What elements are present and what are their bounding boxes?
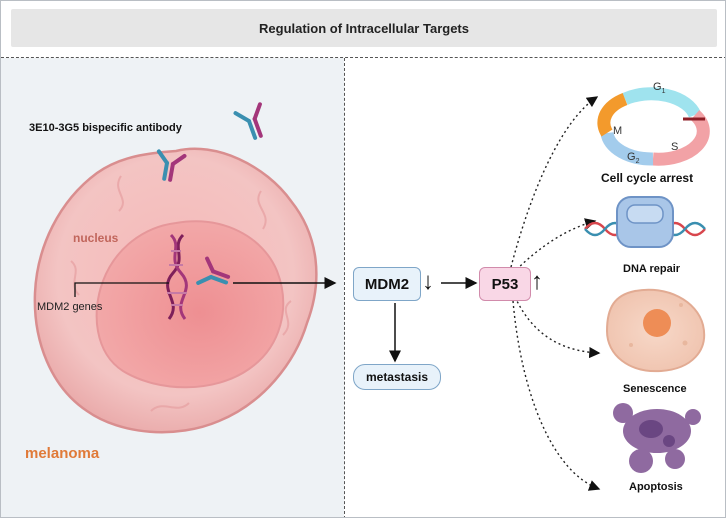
apoptosis-label: Apoptosis [629, 481, 683, 493]
figure-title: Regulation of Intracellular Targets [259, 20, 469, 36]
nucleus [95, 220, 285, 389]
melanoma-label: melanoma [25, 445, 100, 462]
phase-s-label: S [671, 141, 679, 153]
apoptosis-icon [613, 403, 701, 473]
dotted-arrow-senescence [514, 296, 601, 359]
p53-up-arrow: ↑ [531, 268, 543, 295]
dna-repair-icon [584, 196, 706, 248]
metastasis-label: metastasis [365, 370, 429, 384]
dna-helix-icon [166, 233, 188, 320]
antibody-label: 3E10-3G5 bispecific antibody [29, 122, 182, 134]
middle-divider [344, 58, 345, 517]
nucleus-label: nucleus [73, 231, 119, 245]
dotted-arrow-apoptosis [512, 300, 601, 491]
dotted-arrow-cell-cycle [510, 96, 599, 268]
metastasis-box: metastasis [353, 364, 441, 390]
genes-pointer-line [74, 282, 169, 297]
mdm2-box: MDM2 [353, 267, 421, 301]
p53-box: P53 [479, 267, 531, 301]
phase-g2-label: G2 [627, 151, 640, 166]
antibody-icon-floating [233, 102, 263, 140]
cell-cycle-icon [597, 87, 710, 166]
p53-label: P53 [491, 275, 519, 293]
phase-g1-label: G1 [653, 81, 666, 96]
antibody-icon-membrane [156, 149, 187, 182]
mdm2-down-arrow: ↓ [422, 268, 434, 295]
antibody-icon-nucleus [196, 256, 231, 285]
title-bar: Regulation of Intracellular Targets [11, 9, 717, 47]
senescence-icon [605, 288, 706, 373]
mdm2-label: MDM2 [364, 275, 410, 293]
mdm2-genes-label: MDM2 genes [37, 301, 103, 313]
cell-cycle-arrest-label: Cell cycle arrest [601, 171, 694, 185]
phase-m-label: M [613, 125, 623, 137]
top-divider [1, 57, 725, 58]
senescence-label: Senescence [623, 383, 687, 395]
dotted-arrow-dna-repair [512, 218, 597, 274]
dna-repair-label: DNA repair [623, 263, 681, 275]
